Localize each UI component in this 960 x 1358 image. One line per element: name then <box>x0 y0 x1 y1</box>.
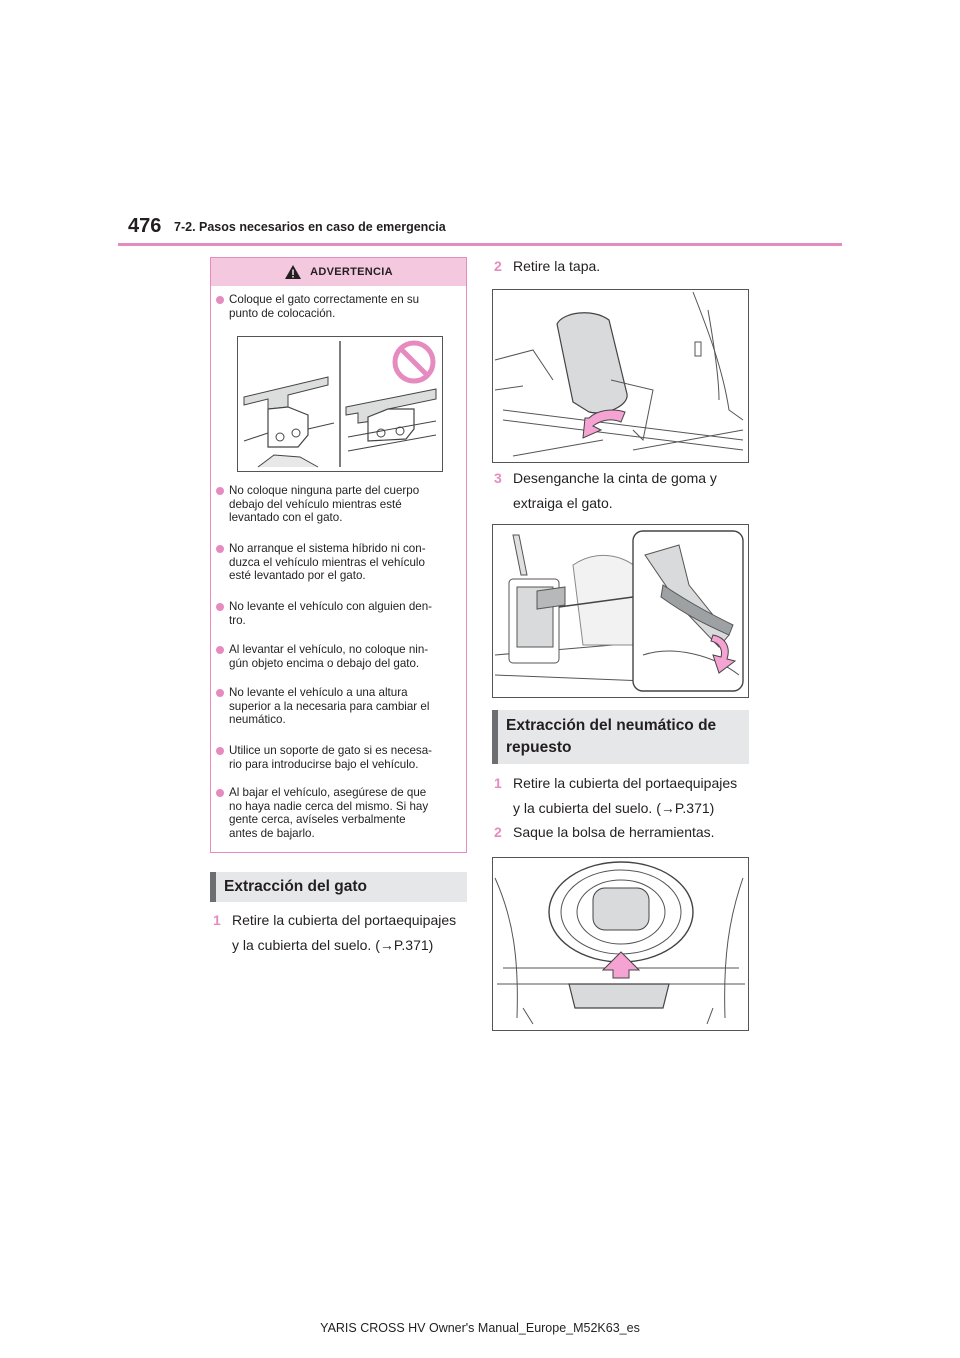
warning-item: Al levantar el vehículo, no coloque nin-… <box>214 643 458 670</box>
warning-header: ADVERTENCIA <box>211 258 466 286</box>
page-number: 476 <box>128 215 162 237</box>
header-rule <box>118 243 842 246</box>
jack-section-heading: Extracción del gato <box>210 872 467 902</box>
warning-item: No levante el vehículo con alguien den-t… <box>214 600 458 627</box>
warning-item: No arranque el sistema híbrido ni con-du… <box>214 542 458 583</box>
spare-section-heading: Extracción del neumático de repuesto <box>492 710 749 764</box>
jack-placement-illustration <box>237 336 443 472</box>
warning-title: ADVERTENCIA <box>310 266 393 278</box>
warning-item: Utilice un soporte de gato si es necesa-… <box>214 744 458 771</box>
footer: YARIS CROSS HV Owner's Manual_Europe_M52… <box>320 1321 640 1335</box>
tool-bag-illustration <box>492 857 749 1031</box>
remove-cover-illustration <box>492 289 749 463</box>
warning-box: ADVERTENCIA Coloque el gato correctament… <box>210 257 467 853</box>
warning-icon <box>285 265 302 279</box>
remove-jack-illustration <box>492 524 749 698</box>
section-title: 7-2. Pasos necesarios en caso de emergen… <box>174 220 446 234</box>
